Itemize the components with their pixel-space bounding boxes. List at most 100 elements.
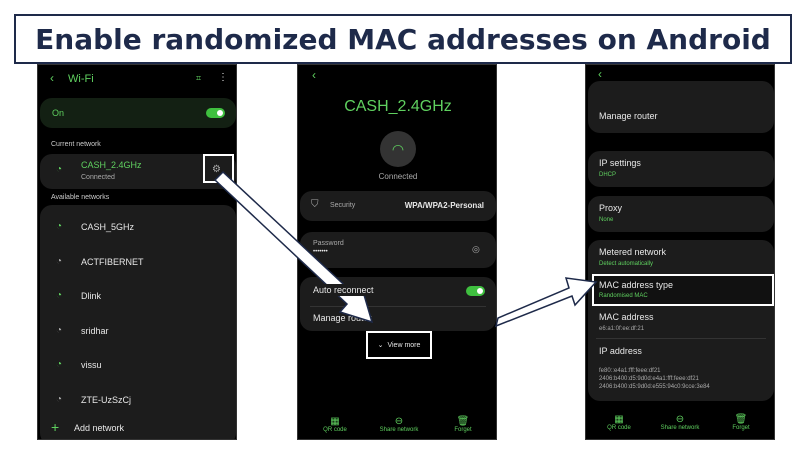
metered-network-item[interactable]: Metered network (599, 247, 667, 257)
network-item[interactable]: ◔Dlink (40, 280, 236, 314)
page-title: Enable randomized MAC addresses on Andro… (14, 14, 792, 64)
manage-router-item[interactable]: Manage router (313, 313, 372, 323)
add-network-button[interactable]: Add network (74, 423, 125, 433)
view-more-button[interactable]: ⌄View more (366, 331, 432, 359)
back-icon[interactable]: ‹ (50, 71, 54, 85)
wifi-icon: ◠ (380, 131, 416, 167)
network-name: ZTE-UzSzCj (81, 394, 131, 405)
arrow-2 (494, 277, 598, 328)
wifi-icon: ◔ (56, 290, 63, 301)
divider (596, 338, 766, 339)
network-name: ACTFIBERNET (81, 256, 144, 267)
advanced-group: Metered network Detect automatically MAC… (588, 240, 774, 401)
qr-icon: ▦ (330, 416, 340, 427)
forget-button[interactable]: 🗑Forget (716, 414, 766, 431)
section-label: Current network (51, 141, 101, 148)
network-title: CASH_2.4GHz (344, 98, 452, 115)
security-value: WPA/WPA2-Personal (404, 201, 484, 210)
more-icon[interactable]: ⋮ (218, 72, 228, 83)
qr-label: QR code (607, 425, 631, 431)
back-icon[interactable]: ‹ (598, 67, 602, 81)
password-field[interactable]: Password ••••••• ◎ (300, 232, 496, 268)
mac-address-value: e6:a1:0f:ee:df:21 (599, 326, 645, 332)
shield-icon: ⛉ (311, 199, 319, 210)
qr-code-button[interactable]: ▦QR code (594, 414, 644, 431)
network-name: sridhar (81, 325, 109, 336)
ip-settings-label: IP settings (599, 158, 641, 168)
proxy-label: Proxy (599, 203, 623, 213)
wifi-icon: ◔ (56, 255, 63, 267)
auto-reconnect-label: Auto reconnect (310, 284, 377, 296)
trash-icon: 🗑 (456, 416, 470, 427)
share-network-button[interactable]: ⊖Share network (374, 416, 424, 433)
ip-address-value: 2406:b400:d5:9d0d:e4a1:fff:feee:df21 (599, 376, 699, 382)
divider (310, 306, 486, 307)
gear-icon[interactable]: ⚙ (212, 164, 221, 175)
metered-value: Detect automatically (599, 261, 654, 267)
qr-label: QR code (323, 427, 347, 433)
wifi-icon: ◔ (56, 393, 63, 405)
network-advanced-screen: ‹ Manage router IP settings DHCP Proxy N… (585, 64, 775, 440)
forget-button[interactable]: 🗑Forget (438, 416, 488, 433)
wifi-list-screen: ‹ Wi-Fi ⌗ ⋮ On Current network ◔ CASH_2.… (37, 64, 237, 440)
wifi-toggle-row[interactable]: On (40, 98, 236, 128)
auto-reconnect-toggle[interactable] (466, 286, 485, 296)
qr-scan-icon[interactable]: ⌗ (196, 73, 202, 83)
back-icon[interactable]: ‹ (312, 68, 316, 82)
qr-icon: ▦ (614, 414, 624, 425)
manage-router-label: Manage router (599, 111, 658, 121)
trash-icon: 🗑 (734, 414, 748, 425)
ip-address-value: fe80::e4a1:fff:feee:df21 (599, 368, 661, 374)
share-icon: ⊖ (394, 416, 404, 427)
mac-address-type-item[interactable]: MAC address type Randomised MAC (592, 274, 774, 306)
arrow-1 (213, 170, 374, 324)
network-details-screen: ‹ CASH_2.4GHz ◠ Connected ⛉ Security WPA… (297, 64, 497, 440)
network-item[interactable]: ◔ ACTFIBERNET (40, 246, 236, 280)
forget-label: Forget (454, 427, 472, 433)
password-value: ••••••• (313, 249, 328, 255)
chevron-down-icon: ⌄ (377, 342, 384, 349)
ip-address-label: IP address (599, 346, 642, 356)
mac-type-label: MAC address type (599, 280, 674, 290)
mac-type-value: Randomised MAC (599, 293, 648, 299)
ip-address-value: 2406:b400:d5:9d0d:e555:94c0:9cce:3e84 (599, 384, 710, 390)
connection-status: Connected (378, 172, 418, 181)
ip-settings-value: DHCP (599, 172, 617, 178)
share-network-button[interactable]: ⊖Share network (655, 414, 705, 431)
network-status: Connected (81, 174, 115, 181)
wifi-icon: ◔ (56, 359, 63, 370)
share-label: Share network (660, 425, 700, 431)
wifi-toggle[interactable] (206, 108, 225, 118)
network-name: CASH_5GHz (81, 222, 135, 232)
proxy-value: None (599, 217, 614, 223)
share-icon: ⊖ (675, 414, 685, 425)
ip-settings-item[interactable]: IP settings DHCP (588, 151, 774, 187)
network-item[interactable]: ◔ ZTE-UzSzCj (40, 384, 236, 418)
wifi-icon: ◔ (56, 221, 63, 232)
network-item[interactable]: ◔ vissu (40, 349, 236, 383)
network-item[interactable]: ◔ sridhar (40, 315, 236, 349)
view-more-label: View more (387, 341, 421, 349)
wifi-icon: ◔ (56, 164, 63, 175)
qr-code-button[interactable]: ▦QR code (310, 416, 360, 433)
manage-router-item[interactable]: Manage router (588, 81, 774, 133)
eye-off-icon[interactable]: ◎ (472, 244, 480, 254)
proxy-item[interactable]: Proxy None (588, 196, 774, 232)
network-name: vissu (81, 360, 102, 370)
security-row: ⛉ Security WPA/WPA2-Personal (300, 191, 496, 221)
mac-address-label: MAC address (599, 312, 654, 322)
screen-title: Wi-Fi (68, 73, 94, 85)
wifi-icon: ◔ (56, 324, 63, 336)
available-networks: ◔CASH_5GHz◔ACTFIBERNET◔Dlink◔sridhar◔vis… (40, 205, 236, 439)
password-label: Password (313, 240, 344, 247)
add-icon: + (51, 419, 60, 435)
security-label: Security (330, 202, 356, 209)
toggle-label: On (52, 108, 65, 118)
section-label: Available networks (51, 194, 110, 201)
network-item[interactable]: ◔ CASH_5GHz (40, 211, 236, 245)
forget-label: Forget (732, 425, 750, 431)
share-label: Share network (379, 427, 419, 433)
network-name: CASH_2.4GHz (81, 160, 142, 170)
